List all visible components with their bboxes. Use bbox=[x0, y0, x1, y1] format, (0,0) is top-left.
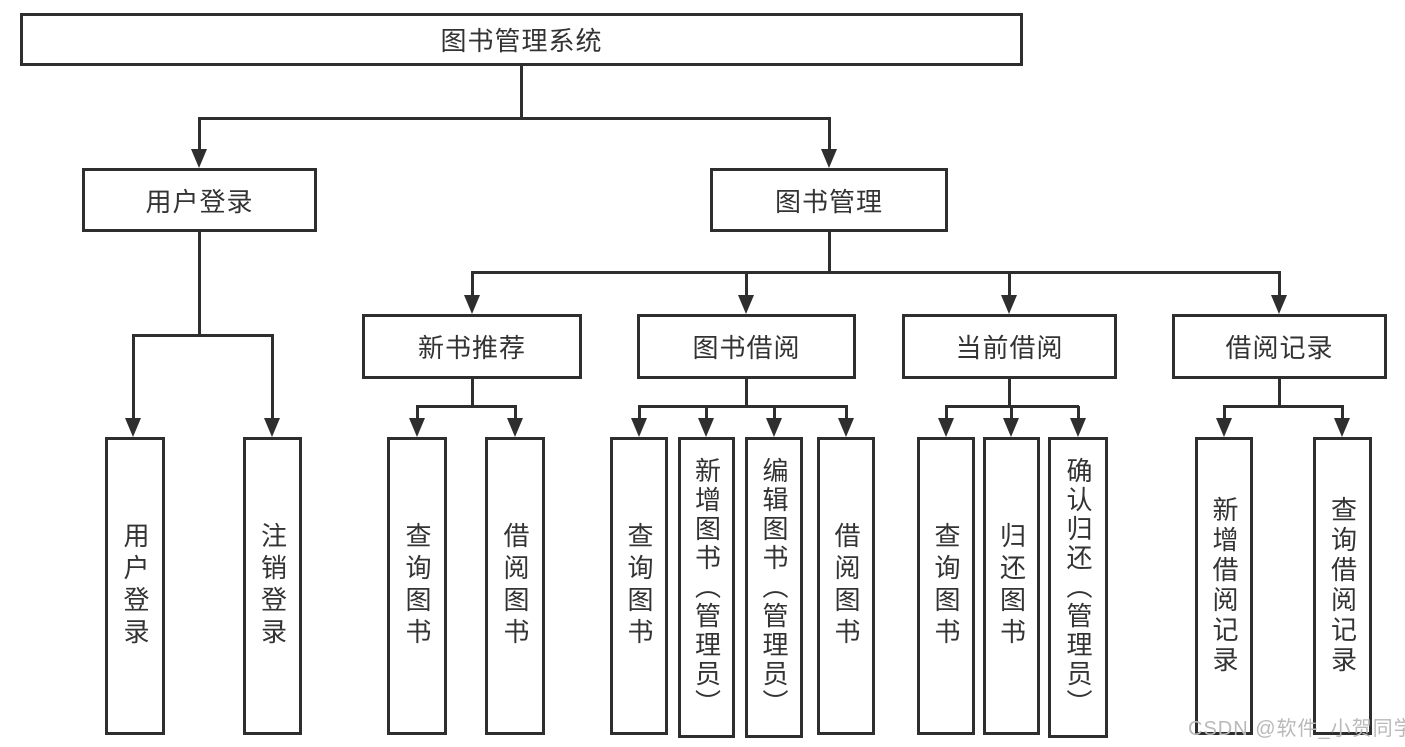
leaf-add-borrow-record: 新增借阅记录 bbox=[1195, 437, 1253, 735]
connector-borrow-vertical bbox=[745, 379, 748, 406]
node-new-book-recommend: 新书推荐 bbox=[362, 314, 582, 379]
node-book-management: 图书管理 bbox=[710, 168, 948, 232]
arrow-to-edit-book bbox=[766, 406, 782, 437]
csdn-watermark: CSDN @软件_小贺同学 bbox=[1188, 718, 1405, 740]
arrow-head-icon bbox=[464, 295, 480, 314]
arrow-head-icon bbox=[738, 295, 754, 314]
leaf-borrow-book: 借阅图书 bbox=[817, 437, 875, 735]
leaf-query-book-borrow-label: 查询图书 bbox=[624, 522, 654, 650]
arrow-head-icon bbox=[1271, 295, 1287, 314]
connector-root-vertical bbox=[520, 66, 523, 119]
leaf-borrow-book-label: 借阅图书 bbox=[831, 522, 861, 650]
connector-current-vertical bbox=[1008, 379, 1011, 406]
arrow-head-icon bbox=[409, 418, 425, 437]
arrow-head-icon bbox=[507, 418, 523, 437]
arrow-to-return-book bbox=[1003, 406, 1019, 437]
leaf-query-book-borrow: 查询图书 bbox=[610, 437, 668, 735]
arrow-to-borrow-book-recommend bbox=[507, 406, 523, 437]
arrow-head-icon bbox=[938, 418, 954, 437]
leaf-add-book-admin: 新增图书（管理员） bbox=[678, 437, 735, 738]
arrow-to-user-login bbox=[191, 119, 207, 168]
connector-new-rec-horizontal bbox=[416, 405, 517, 408]
arrow-head-icon bbox=[766, 418, 782, 437]
connector-book-mgmt-horizontal bbox=[471, 271, 1281, 274]
connector-book-mgmt-vertical bbox=[828, 232, 831, 272]
arrow-to-borrow-book bbox=[838, 406, 854, 437]
connector-user-login-horizontal bbox=[132, 334, 274, 337]
leaf-confirm-return-admin: 确认归还（管理员） bbox=[1048, 437, 1108, 738]
leaf-query-book-current: 查询图书 bbox=[917, 437, 975, 735]
node-user-login: 用户登录 bbox=[82, 168, 317, 232]
arrow-head-icon bbox=[698, 418, 714, 437]
node-current-borrow: 当前借阅 bbox=[902, 314, 1117, 379]
arrow-head-icon bbox=[191, 149, 207, 168]
leaf-query-borrow-record: 查询借阅记录 bbox=[1313, 437, 1372, 735]
connector-user-login-vertical bbox=[198, 232, 201, 335]
arrow-head-icon bbox=[1216, 418, 1232, 437]
node-library-management-system: 图书管理系统 bbox=[20, 13, 1023, 66]
connector-records-horizontal bbox=[1223, 405, 1344, 408]
arrow-head-icon bbox=[821, 149, 837, 168]
leaf-query-book-recommend-label: 查询图书 bbox=[402, 522, 432, 650]
node-book-borrow: 图书借阅 bbox=[637, 314, 856, 379]
connector-borrow-horizontal bbox=[638, 405, 848, 408]
arrow-to-confirm-return bbox=[1070, 406, 1086, 437]
connector-root-horizontal bbox=[198, 117, 831, 120]
leaf-query-borrow-record-label: 查询借阅记录 bbox=[1327, 496, 1358, 676]
arrow-head-icon bbox=[631, 418, 647, 437]
leaf-user-login-label: 用户登录 bbox=[120, 522, 150, 650]
arrow-to-query-book-recommend bbox=[409, 406, 425, 437]
arrow-to-current-borrow bbox=[1001, 272, 1017, 314]
leaf-borrow-book-recommend-label: 借阅图书 bbox=[500, 522, 530, 650]
arrow-to-add-book bbox=[698, 406, 714, 437]
leaf-query-book-recommend: 查询图书 bbox=[387, 437, 447, 735]
arrow-to-query-book-current bbox=[938, 406, 954, 437]
arrow-to-query-book-borrow bbox=[631, 406, 647, 437]
arrow-to-book-management bbox=[821, 119, 837, 168]
leaf-add-borrow-record-label: 新增借阅记录 bbox=[1209, 496, 1239, 676]
arrow-head-icon bbox=[125, 418, 141, 437]
arrow-head-icon bbox=[838, 418, 854, 437]
arrow-to-leaf-user-login bbox=[125, 335, 141, 437]
leaf-edit-book-admin: 编辑图书（管理员） bbox=[745, 437, 803, 738]
arrow-head-icon bbox=[1001, 295, 1017, 314]
leaf-return-book: 归还图书 bbox=[983, 437, 1040, 735]
leaf-borrow-book-recommend: 借阅图书 bbox=[485, 437, 545, 735]
arrow-head-icon bbox=[264, 418, 280, 437]
connector-records-vertical bbox=[1278, 379, 1281, 406]
arrow-to-new-book-recommend bbox=[464, 272, 480, 314]
leaf-query-book-current-label: 查询图书 bbox=[931, 522, 961, 650]
node-borrow-records: 借阅记录 bbox=[1172, 314, 1387, 379]
arrow-head-icon bbox=[1070, 418, 1086, 437]
arrow-to-borrow-records bbox=[1271, 272, 1287, 314]
leaf-confirm-return-admin-label: 确认归还（管理员） bbox=[1063, 457, 1093, 718]
leaf-user-login: 用户登录 bbox=[105, 437, 165, 735]
arrow-head-icon bbox=[1334, 418, 1350, 437]
leaf-add-book-admin-label: 新增图书（管理员） bbox=[691, 457, 722, 718]
leaf-edit-book-admin-label: 编辑图书（管理员） bbox=[759, 457, 789, 718]
leaf-logout: 注销登录 bbox=[243, 437, 302, 735]
arrow-to-add-borrow-record bbox=[1216, 406, 1232, 437]
connector-new-rec-vertical bbox=[471, 379, 474, 406]
arrow-to-leaf-logout bbox=[264, 335, 280, 437]
arrow-to-book-borrow bbox=[738, 272, 754, 314]
leaf-return-book-label: 归还图书 bbox=[996, 522, 1027, 650]
leaf-logout-label: 注销登录 bbox=[257, 522, 288, 650]
arrow-head-icon bbox=[1003, 418, 1019, 437]
arrow-to-query-borrow-record bbox=[1334, 406, 1350, 437]
